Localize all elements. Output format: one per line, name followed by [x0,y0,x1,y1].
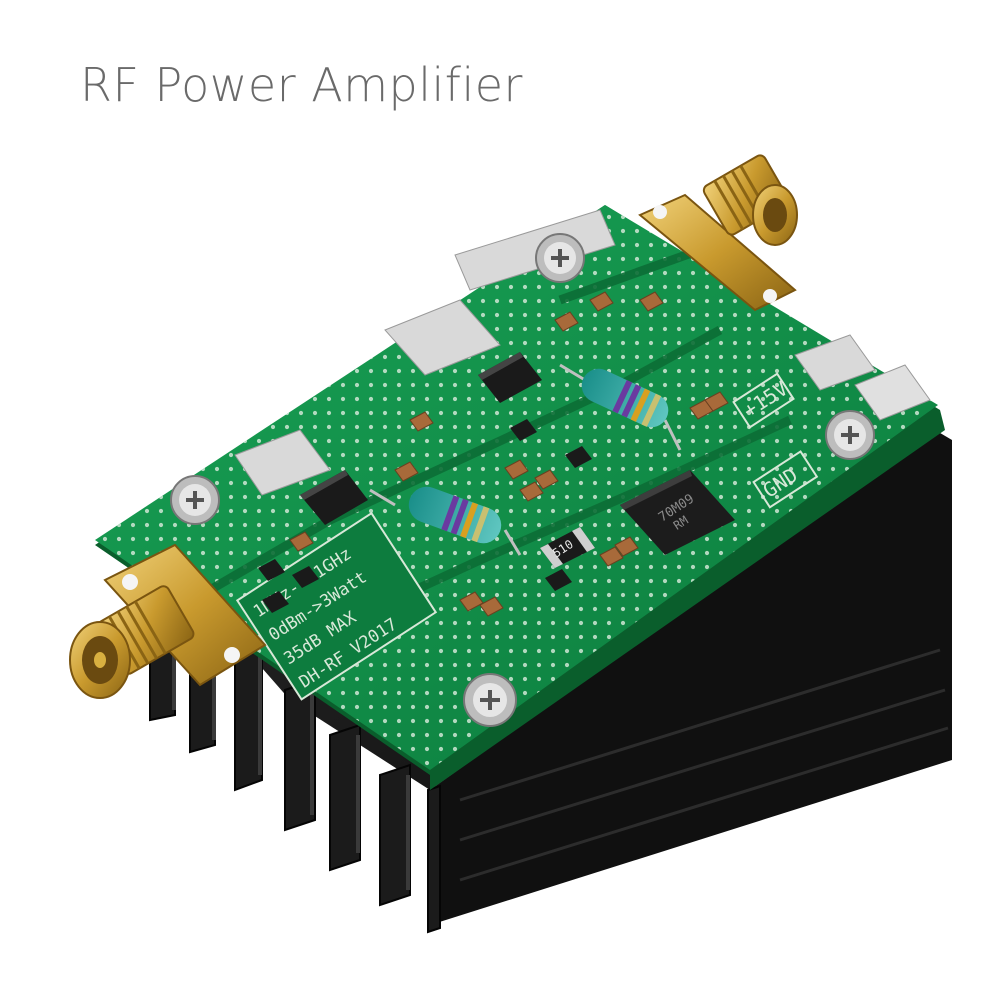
inductor-l2 [559,363,682,451]
pcb-board: 1MHz---1GHz 0dBm->3Watt 35dB MAX DH-RF V… [95,205,945,790]
screw-icon [535,233,585,283]
inductor-l1 [369,486,522,556]
screw-icon [463,673,517,727]
smd-resistor-510: 510 [540,527,595,568]
sma-connector-output [638,154,798,312]
page-title: RF Power Amplifier [80,58,523,112]
transistor-q1 [300,470,368,525]
screw-icon [170,475,220,525]
power-ic: 70M09 RM [620,470,735,555]
ic-marking-bottom: RM [671,513,691,533]
screw-icon [825,410,875,460]
transistor-q2 [478,352,542,403]
sma-connector-input [69,543,267,699]
